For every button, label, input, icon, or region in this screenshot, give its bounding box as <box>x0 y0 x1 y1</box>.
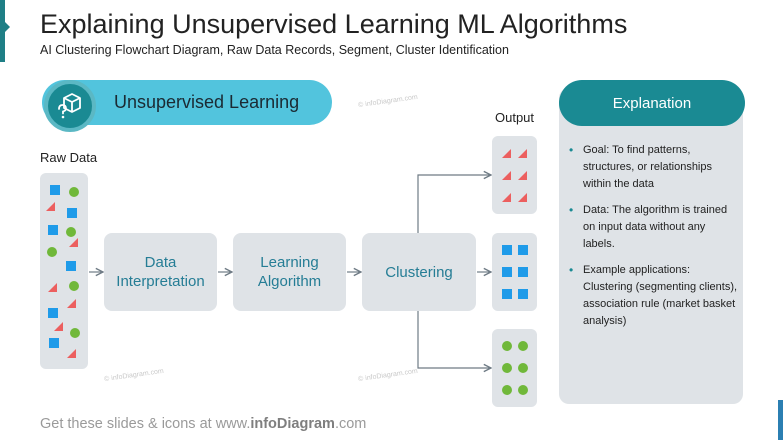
data-point-triangle <box>518 149 527 158</box>
footer-suffix: .com <box>334 416 367 432</box>
output-cluster-triangles <box>492 136 537 214</box>
raw-data-box <box>40 173 88 369</box>
explanation-bullet: Data: The algorithm is trained on input … <box>569 202 739 253</box>
step-clustering: Clustering <box>362 233 476 311</box>
step-label-line1: Data <box>144 254 177 271</box>
footer-credit: Get these slides & icons at www.infoDiag… <box>40 416 366 432</box>
output-cluster-squares <box>492 233 537 311</box>
data-point-square <box>502 267 512 277</box>
explanation-bullet: Goal: To find patterns, structures, or r… <box>569 142 739 193</box>
page-title: Explaining Unsupervised Learning ML Algo… <box>40 9 628 39</box>
explanation-list: Goal: To find patterns, structures, or r… <box>569 142 739 339</box>
right-accent-bar <box>778 400 783 440</box>
data-point-square <box>518 245 528 255</box>
data-point-circle <box>518 385 528 395</box>
data-point-square <box>518 267 528 277</box>
data-point-triangle <box>502 193 511 202</box>
data-point-circle <box>502 363 512 373</box>
data-point-square <box>48 225 58 235</box>
explanation-bullet: Example applications: Clustering (segmen… <box>569 262 739 330</box>
data-point-square <box>502 289 512 299</box>
step-label-line2: Algorithm <box>257 273 322 290</box>
data-point-circle <box>70 328 80 338</box>
data-point-square <box>66 261 76 271</box>
data-point-triangle <box>54 322 63 331</box>
data-point-triangle <box>48 283 57 292</box>
data-point-circle <box>69 187 79 197</box>
data-point-triangle <box>518 193 527 202</box>
raw-data-label: Raw Data <box>40 150 98 165</box>
data-point-square <box>49 338 59 348</box>
data-point-circle <box>502 385 512 395</box>
arrow-clustering-to-circles <box>417 311 491 368</box>
data-point-square <box>67 208 77 218</box>
data-point-circle <box>502 341 512 351</box>
topic-badge <box>44 80 96 132</box>
topic-label: Unsupervised Learning <box>114 92 300 112</box>
data-point-circle <box>518 341 528 351</box>
data-point-square <box>518 289 528 299</box>
step-label-line1: Learning <box>260 254 319 271</box>
output-cluster-circles <box>492 329 537 407</box>
data-point-circle <box>47 247 57 257</box>
data-point-triangle <box>46 202 55 211</box>
data-point-triangle <box>67 299 76 308</box>
data-point-circle <box>66 227 76 237</box>
data-point-triangle <box>518 171 527 180</box>
data-point-triangle <box>67 349 76 358</box>
cube-question-icon <box>58 93 81 119</box>
footer-prefix: Get these slides & icons at www. <box>40 416 251 432</box>
data-point-square <box>502 245 512 255</box>
data-point-circle <box>518 363 528 373</box>
footer-brand: infoDiagram <box>250 416 335 432</box>
data-point-square <box>50 185 60 195</box>
page-subtitle: AI Clustering Flowchart Diagram, Raw Dat… <box>40 43 509 57</box>
step-label-line2: Interpretation <box>116 273 205 290</box>
data-point-triangle <box>502 149 511 158</box>
left-accent-bar <box>0 0 10 62</box>
data-point-triangle <box>69 238 78 247</box>
output-label: Output <box>495 110 535 125</box>
explanation-title: Explanation <box>559 80 745 126</box>
data-point-triangle <box>502 171 511 180</box>
step-label-line1: Clustering <box>385 263 453 281</box>
arrow-clustering-to-triangles <box>417 175 491 233</box>
data-point-circle <box>69 281 79 291</box>
data-point-square <box>48 308 58 318</box>
